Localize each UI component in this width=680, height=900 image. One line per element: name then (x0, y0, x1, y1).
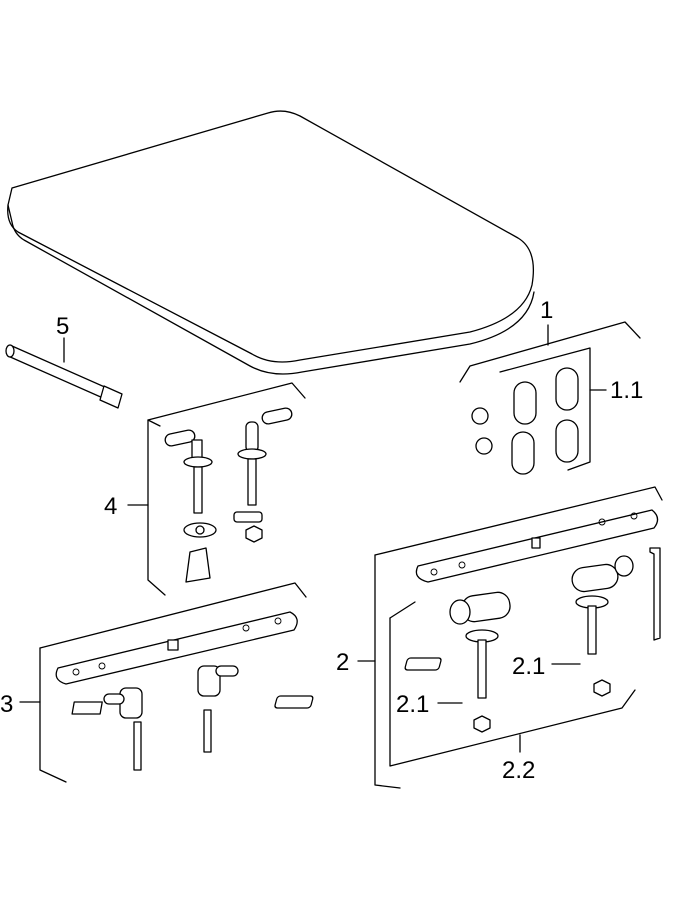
label-1-1: 1.1 (610, 377, 643, 404)
label-4: 4 (104, 493, 117, 520)
label-3: 3 (0, 691, 13, 718)
toilet-seat-lid (7, 110, 535, 375)
socket-wrench-tool (5, 337, 123, 409)
hinge-set-2 (274, 486, 663, 789)
hinge-set-3 (19, 582, 307, 783)
label-5: 5 (56, 313, 69, 340)
label-2-1-right: 2.1 (512, 653, 545, 680)
hinge-set-4 (127, 382, 306, 596)
label-2-2: 2.2 (502, 757, 535, 784)
label-2: 2 (336, 649, 349, 676)
label-1: 1 (540, 297, 553, 324)
label-2-1-left: 2.1 (396, 691, 429, 718)
buffer-set-group (459, 321, 641, 475)
